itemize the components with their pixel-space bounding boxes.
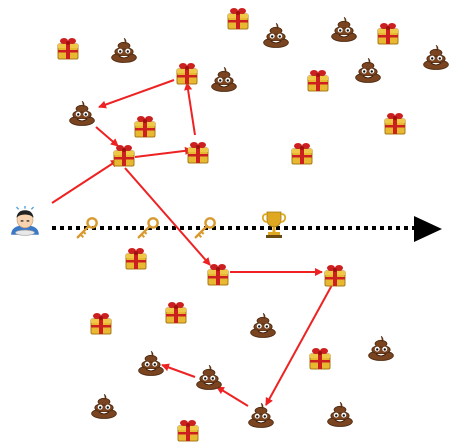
pile-of-poo-icon <box>110 35 138 63</box>
wrapped-gift-icon <box>307 345 333 371</box>
wrapped-gift-icon <box>132 113 158 139</box>
wrapped-gift-icon <box>375 20 401 46</box>
pile-of-poo-icon <box>330 14 358 42</box>
pile-of-poo-icon <box>262 20 290 48</box>
wrapped-gift-icon <box>55 35 81 61</box>
pile-of-poo-icon <box>326 399 354 427</box>
axis-arrowhead <box>414 216 442 242</box>
wrapped-gift-icon <box>289 140 315 166</box>
path-arrow-3 <box>184 82 196 136</box>
path-arrow-2 <box>134 146 193 158</box>
pile-of-poo-icon <box>210 64 238 92</box>
path-arrow-4 <box>98 79 175 109</box>
pile-of-poo-icon <box>249 310 277 338</box>
pile-of-poo-icon <box>354 55 382 83</box>
path-arrow-10 <box>161 363 196 378</box>
pile-of-poo-icon <box>137 348 165 376</box>
path-arrows <box>51 79 333 407</box>
pile-of-poo-icon <box>68 98 96 126</box>
pile-of-poo-icon <box>195 362 223 390</box>
old-key-icon <box>193 216 217 240</box>
wrapped-gift-icon <box>205 261 231 287</box>
path-arrow-9 <box>216 386 249 407</box>
wrapped-gift-icon <box>225 5 251 31</box>
wrapped-gift-icon <box>185 139 211 165</box>
path-arrow-6 <box>124 167 211 266</box>
old-key-icon <box>136 216 160 240</box>
wrapped-gift-icon <box>163 299 189 325</box>
wrapped-gift-icon <box>322 262 348 288</box>
wrapped-gift-icon <box>175 417 201 443</box>
pile-of-poo-icon <box>367 333 395 361</box>
path-arrow-1 <box>51 159 119 204</box>
wrapped-gift-icon <box>123 245 149 271</box>
wrapped-gift-icon <box>111 142 137 168</box>
trophy-icon <box>261 209 287 239</box>
wrapped-gift-icon <box>174 60 200 86</box>
pile-of-poo-icon <box>422 42 450 70</box>
old-key-icon <box>75 216 99 240</box>
wrapped-gift-icon <box>382 110 408 136</box>
path-arrow-5 <box>95 126 119 147</box>
person-bowing-icon <box>9 206 41 238</box>
pile-of-poo-icon <box>90 391 118 419</box>
path-arrow-8 <box>265 284 333 406</box>
wrapped-gift-icon <box>88 310 114 336</box>
pile-of-poo-icon <box>247 400 275 428</box>
wrapped-gift-icon <box>305 67 331 93</box>
